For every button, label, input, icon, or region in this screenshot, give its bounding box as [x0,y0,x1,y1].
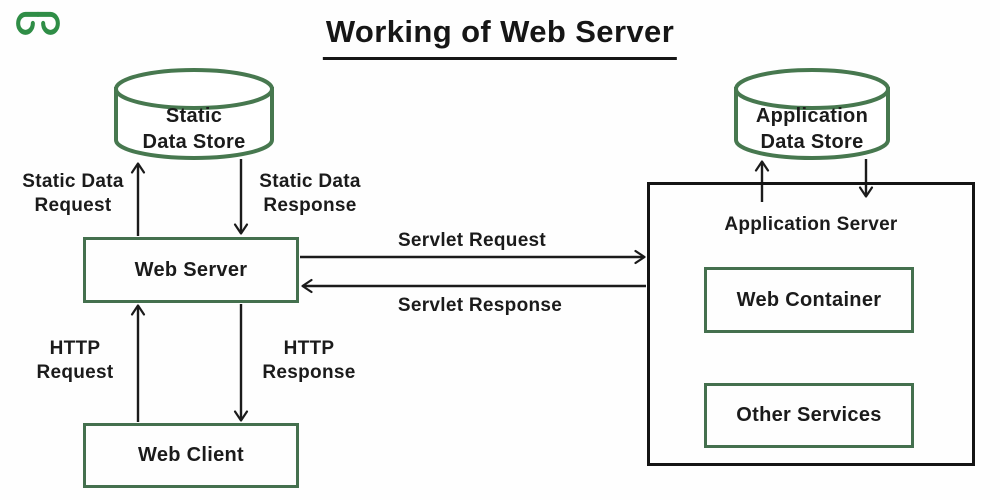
static-data-store-label: Static Data Store [142,105,246,153]
application-server-label: Application Server [724,214,898,235]
servlet-request-label: Servlet Request [397,230,547,251]
web-client-box: Web Client [83,423,299,488]
web-client-label: Web Client [138,444,244,466]
application-server-box [647,182,975,466]
application-data-store-label: Application Data Store [755,105,869,153]
web-server-label: Web Server [134,258,248,281]
http-request-label: HTTP Request [36,338,114,383]
web-server-box: Web Server [83,237,299,303]
web-container-box: Web Container [704,267,914,333]
http-response-label: HTTP Response [262,338,356,383]
static-data-request-label: Static Data Request [22,171,124,216]
servlet-response-label: Servlet Response [397,295,563,316]
web-container-label: Web Container [736,288,882,311]
page-title: Working of Web Server [322,14,678,60]
other-services-box: Other Services [704,383,914,448]
geeksforgeeks-logo-icon [16,11,60,35]
static-data-response-label: Static Data Response [259,171,361,216]
other-services-label: Other Services [736,404,882,426]
